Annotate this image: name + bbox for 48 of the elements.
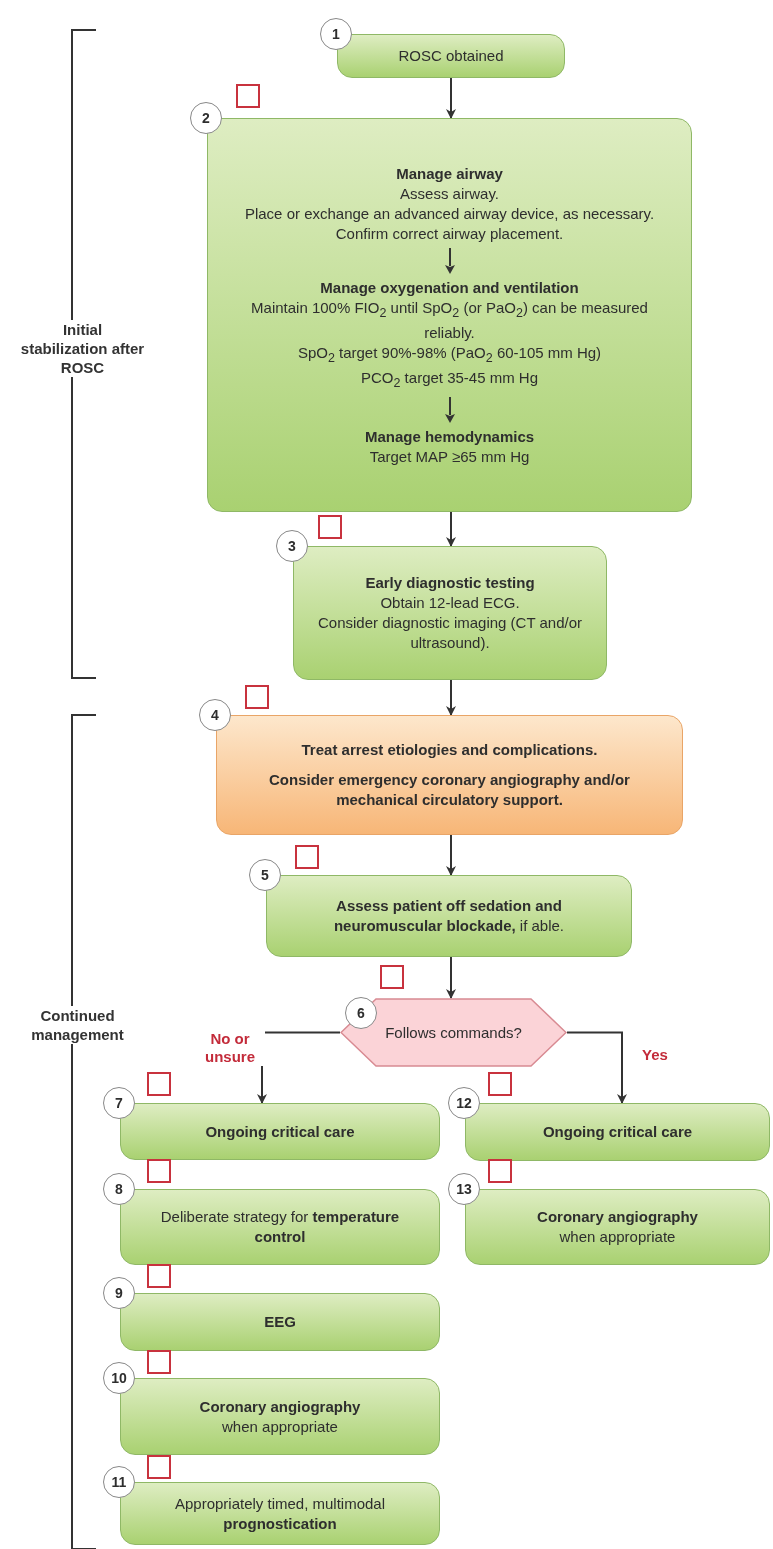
- step-number: 9: [103, 1277, 135, 1309]
- arrow: [446, 77, 456, 119]
- arrow: [446, 834, 456, 876]
- step-number: 4: [199, 699, 231, 731]
- step-number: 12: [448, 1087, 480, 1119]
- step-heading: Early diagnostic testing: [365, 573, 535, 593]
- step-number: 2: [190, 102, 222, 134]
- arrow: [446, 679, 456, 716]
- step-number: 5: [249, 859, 281, 891]
- step-text: Obtain 12-lead ECG.: [380, 593, 520, 613]
- step-text: SpO$_{2}$ target 90%-98% (PaO$_{2}$ 60-105 mm Hg): [297, 342, 602, 367]
- step-number: 6: [345, 997, 377, 1029]
- step-text: when appropriate: [559, 1227, 676, 1247]
- step-text: Follows commands?: [385, 1022, 522, 1043]
- step-text: ROSC obtained: [398, 46, 504, 66]
- step-heading: Coronary angiography: [537, 1207, 698, 1227]
- step-text: Appropriately timed, multimodal prognostication: [173, 1493, 387, 1534]
- decision-hexagon: [340, 998, 567, 1067]
- arrow: [446, 956, 456, 999]
- step-heading: Manage airway: [396, 163, 503, 184]
- step-number: 11: [103, 1466, 135, 1498]
- step-number: 13: [448, 1173, 480, 1205]
- step-number: 7: [103, 1087, 135, 1119]
- arrow: [566, 1031, 627, 1104]
- step-text: Deliberate strategy for temperature control: [159, 1207, 401, 1247]
- step-heading: Ongoing critical care: [205, 1121, 355, 1142]
- step-text: when appropriate: [222, 1416, 338, 1437]
- step-text: Assess airway.: [400, 183, 499, 204]
- step-text: Consider diagnostic imaging (CT and/or ultrasound).: [317, 613, 583, 653]
- step-heading: Consider emergency coronary angiography and/or mechanical circulatory support.: [268, 770, 631, 810]
- step-heading: Treat arrest etiologies and complications.: [301, 740, 598, 760]
- step-text: Assess patient off sedation and neuromuscular blockade, if able.: [332, 896, 566, 936]
- step-text: Confirm correct airway placement.: [335, 223, 564, 244]
- phase-label: Initial stabilization after ROSC: [20, 320, 145, 377]
- step-text: PCO$_{2}$ target 35-45 mm Hg: [361, 367, 538, 392]
- step-heading: Manage hemodynamics: [364, 426, 535, 447]
- step-heading: EEG: [264, 1312, 296, 1332]
- arrow: [446, 511, 456, 547]
- step-number: 1: [320, 18, 352, 50]
- step-heading: Ongoing critical care: [542, 1122, 693, 1142]
- step-number: 10: [103, 1362, 135, 1394]
- step-number: 8: [103, 1173, 135, 1205]
- step-heading: Coronary angiography: [199, 1396, 361, 1417]
- step-text: Place or exchange an advanced airway device, as necessary.: [244, 203, 655, 224]
- step-text: Maintain 100% FIO$_{2}$ until SpO$_{2}$ (or PaO$_{2}$) can be measured reliably.: [250, 297, 649, 343]
- step-number: 3: [276, 530, 308, 562]
- step-heading: Manage oxygenation and ventilation: [320, 277, 579, 298]
- step-text: Target MAP ≥65 mm Hg: [369, 446, 530, 467]
